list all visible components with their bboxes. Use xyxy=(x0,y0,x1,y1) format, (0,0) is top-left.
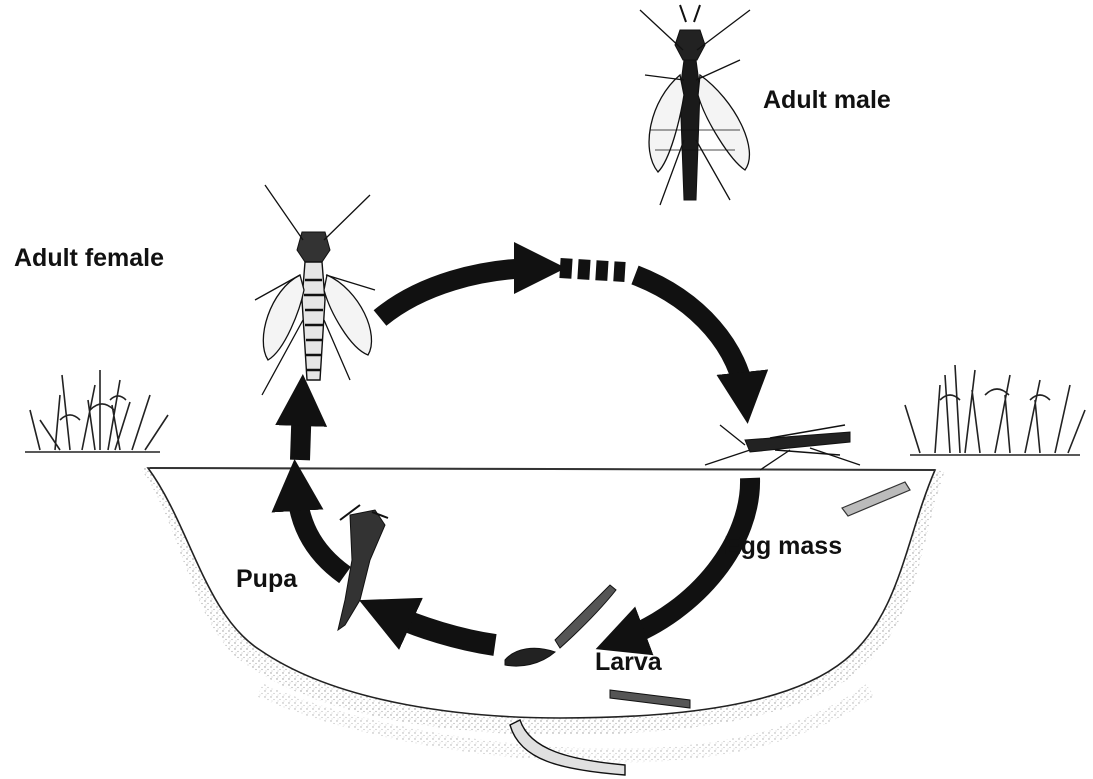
arrow-to-water xyxy=(635,275,745,398)
arrow-surface-to-adult xyxy=(300,400,302,460)
adult-male-insect-icon xyxy=(640,5,750,205)
arrow-female-to-egg xyxy=(380,268,540,318)
label-adult-female: Adult female xyxy=(14,246,164,271)
label-adult-male: Adult male xyxy=(763,88,891,113)
label-egg-mass: Egg mass xyxy=(724,534,842,559)
egg-laying-insect-icon xyxy=(705,425,860,470)
label-pupa: Pupa xyxy=(236,567,297,592)
arrow-dashed-segment xyxy=(560,268,625,272)
grass-tuft-icon xyxy=(905,365,1085,455)
pond-basin xyxy=(140,468,945,756)
grass-tuft-icon xyxy=(25,370,168,452)
adult-female-insect-icon xyxy=(255,185,375,395)
label-larva: Larva xyxy=(595,650,662,675)
